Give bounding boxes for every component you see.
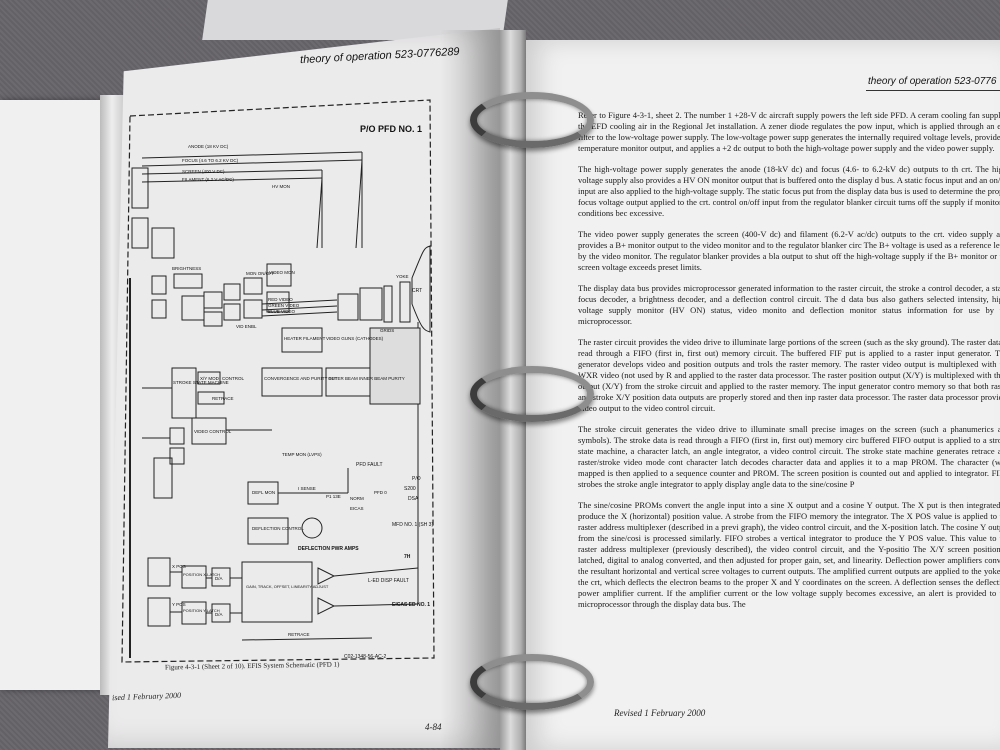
text-page	[520, 40, 1000, 750]
svg-text:CONTROL: CONTROL	[222, 376, 244, 381]
lv-supply-block	[131, 217, 149, 249]
svg-text:EICAS: EICAS	[350, 506, 364, 511]
svg-text:X/Y MOD: X/Y MOD	[200, 376, 220, 381]
svg-text:RETRACE: RETRACE	[212, 396, 234, 401]
x-latch-block	[181, 565, 207, 589]
svg-text:EICAS ED NO. 1: EICAS ED NO. 1	[392, 602, 430, 608]
svg-text:DEFLECTION CONTROL: DEFLECTION CONTROL	[252, 526, 304, 531]
svg-text:POSITION X-LATCH: POSITION X-LATCH	[183, 572, 220, 577]
svg-text:NORM: NORM	[350, 496, 364, 501]
hv-supply-block	[131, 167, 149, 209]
svg-text:FOCUS (4.6 TO 6.2 KV DC): FOCUS (4.6 TO 6.2 KV DC)	[182, 158, 239, 163]
left-edge-page	[0, 100, 110, 690]
svg-text:GAIN, TRACK, OFFSET, LINEARITY: GAIN, TRACK, OFFSET, LINEARITY ADJUST	[246, 584, 329, 589]
paragraph: Refer to Figure 4-3-1, sheet 2. The numb…	[578, 110, 1000, 153]
svg-text:VIDEO MON: VIDEO MON	[269, 270, 295, 275]
svg-text:BRIGHTNESS: BRIGHTNESS	[172, 266, 201, 271]
svg-text:P1 13E: P1 13E	[326, 494, 341, 499]
paragraph: The display data bus provides microproce…	[578, 283, 1000, 326]
binder-ring-top	[470, 92, 594, 148]
binder-ring-bottom	[470, 654, 594, 710]
pfd-boundary	[121, 99, 435, 663]
stroke-state-block	[171, 367, 197, 419]
svg-text:C02-1348-56-AC-2: C02-1348-56-AC-2	[344, 654, 386, 660]
svg-text:L-ED DISP FAULT: L-ED DISP FAULT	[368, 578, 409, 584]
svg-text:X POS: X POS	[172, 564, 186, 569]
svg-text:P/O: P/O	[412, 476, 421, 482]
svg-text:RED VIDEO: RED VIDEO	[268, 297, 293, 302]
svg-text:S200: S200	[404, 486, 416, 492]
svg-text:D/A: D/A	[215, 612, 223, 617]
video-mon-block	[266, 263, 292, 287]
transistor-symbol	[301, 517, 323, 539]
grids-block	[383, 285, 393, 323]
svg-text:HEATER FILAMENT: HEATER FILAMENT	[284, 336, 326, 341]
convergence-block	[261, 367, 323, 397]
svg-text:ANODE (18 KV DC): ANODE (18 KV DC)	[188, 144, 229, 149]
svg-text:DEFL MON: DEFL MON	[252, 490, 275, 495]
paragraph: The stroke circuit generates the video d…	[578, 424, 1000, 489]
schematic-title: P/O PFD NO. 1	[360, 124, 422, 134]
svg-text:PFD 0: PFD 0	[374, 490, 387, 495]
display-image-inset	[369, 327, 421, 405]
svg-text:MFD NO. 1 (SH 3): MFD NO. 1 (SH 3)	[392, 522, 433, 528]
svg-text:CRT: CRT	[412, 288, 422, 294]
yoke-block	[399, 281, 411, 323]
efis-schematic: P/O PFD NO. 1 ANODE (18 KV DC) FOCUS (4.…	[121, 99, 435, 663]
gain-adjust-block	[241, 561, 313, 623]
svg-text:OUTER BEAM INNER BEAM PURITY: OUTER BEAM INNER BEAM PURITY	[328, 376, 405, 381]
svg-text:POSITION Y-LATCH: POSITION Y-LATCH	[183, 608, 220, 613]
svg-text:RETRACE: RETRACE	[288, 632, 310, 637]
svg-text:7H: 7H	[404, 554, 411, 560]
svg-text:STROKE STATE MACHINE: STROKE STATE MACHINE	[173, 380, 229, 385]
paragraph: The sine/cosine PROMs convert the angle …	[578, 500, 1000, 609]
svg-text:PFD FAULT: PFD FAULT	[356, 462, 383, 468]
schematic-page	[108, 28, 500, 748]
right-footer: Revised 1 February 2000	[614, 708, 706, 718]
paragraph: The video power supply generates the scr…	[578, 229, 1000, 272]
svg-text:HV MON: HV MON	[272, 184, 290, 189]
svg-text:SCREEN (400 V DC): SCREEN (400 V DC)	[182, 169, 225, 174]
svg-text:GRIDS: GRIDS	[380, 328, 394, 333]
body-text: Refer to Figure 4-3-1, sheet 2. The numb…	[578, 110, 1000, 670]
svg-text:MON ON/OFF: MON ON/OFF	[246, 271, 275, 276]
svg-text:FILAMENT (6.2 V AC/DC): FILAMENT (6.2 V AC/DC)	[182, 177, 234, 182]
video-control-block	[191, 417, 227, 445]
svg-text:VIDEO GUNS (CATHODES): VIDEO GUNS (CATHODES)	[326, 336, 384, 341]
binder-ring-middle	[470, 366, 594, 422]
svg-text:CONVERGENCE AND PURITY SET: CONVERGENCE AND PURITY SET	[264, 376, 338, 381]
svg-text:D/A: D/A	[215, 576, 223, 581]
left-page-number: 4-84	[425, 722, 442, 732]
svg-text:TEMP MON (LVPS): TEMP MON (LVPS)	[282, 452, 322, 457]
svg-text:DEFLECTION PWR AMPS: DEFLECTION PWR AMPS	[298, 546, 359, 552]
svg-text:Y POS: Y POS	[172, 602, 186, 607]
svg-text:VID ENBL: VID ENBL	[236, 324, 257, 329]
svg-text:I SENSE: I SENSE	[298, 486, 316, 491]
paragraph: The raster circuit provides the video dr…	[578, 337, 1000, 413]
svg-text:GREEN VIDEO: GREEN VIDEO	[268, 303, 300, 308]
svg-text:DSA: DSA	[408, 496, 419, 502]
svg-text:VIDEO CONTROL: VIDEO CONTROL	[194, 429, 232, 434]
crt-symbol	[411, 245, 431, 333]
paragraph: The high-voltage power supply generates …	[578, 164, 1000, 218]
header-rule	[866, 90, 1000, 91]
deflection-control-block	[247, 517, 289, 545]
svg-text:YOKE: YOKE	[396, 274, 409, 279]
regulation-blanker-block	[151, 227, 175, 259]
svg-text:BLUE VIDEO: BLUE VIDEO	[268, 309, 296, 314]
right-page-header: theory of operation 523-0776	[868, 76, 997, 87]
